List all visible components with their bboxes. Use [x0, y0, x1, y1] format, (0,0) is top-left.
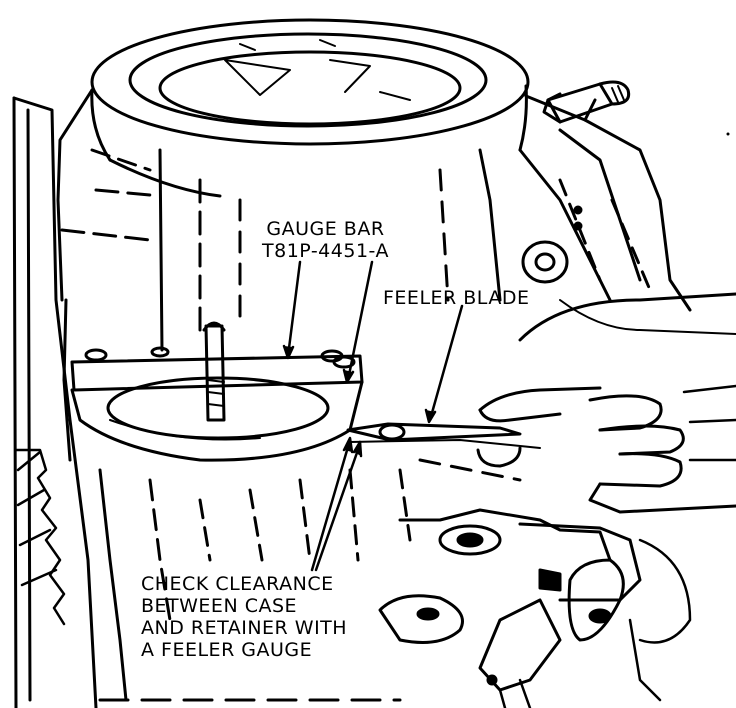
feeler-blade-label: FEELER BLADE [383, 287, 530, 309]
gauge-bar-label-line1: GAUGE BAR [266, 218, 385, 240]
breather-fitting [542, 80, 631, 124]
top-opening [90, 18, 530, 162]
check-clearance-line2: BETWEEN CASE [141, 595, 298, 617]
gauge-bar-label-part-number: T81P-4451-A [262, 240, 389, 262]
leader-lines [282, 260, 464, 572]
check-clearance-label: CHECK CLEARANCE BETWEEN CASE AND RETAINE… [141, 573, 347, 661]
lower-right-linkage [378, 508, 692, 708]
check-clearance-line4: A FEELER GAUGE [141, 639, 313, 661]
gauge-bar-label: GAUGE BAR T81P-4451-A [262, 218, 389, 262]
left-flange [12, 96, 98, 708]
check-clearance-line3: AND RETAINER WITH [141, 617, 348, 639]
right-boss [521, 205, 583, 284]
gauge-bar-tool [70, 321, 364, 462]
feeler-blade-and-hand [346, 292, 736, 514]
left-gear-teeth [14, 448, 66, 626]
stray-mark [726, 132, 730, 136]
check-clearance-line1: CHECK CLEARANCE [141, 573, 334, 595]
